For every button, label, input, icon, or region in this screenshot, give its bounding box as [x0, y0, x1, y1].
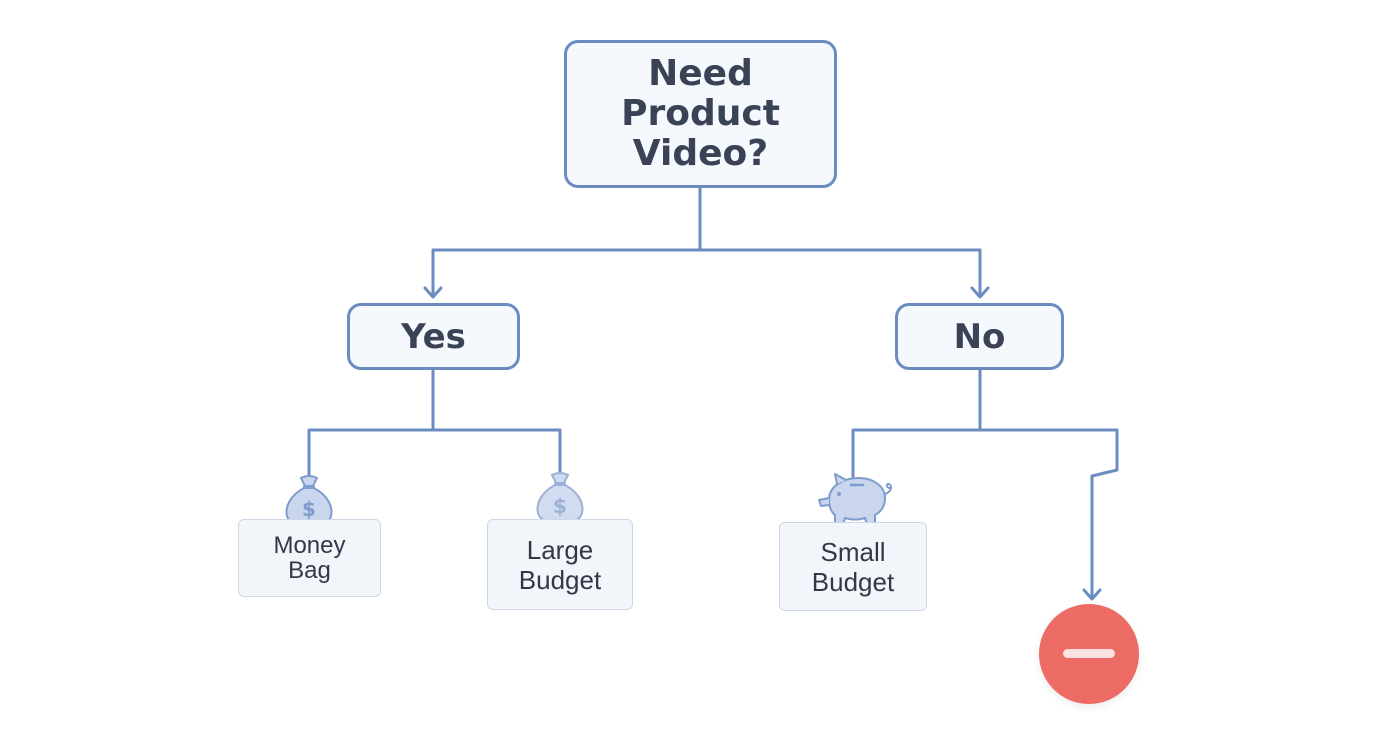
- money-bag-box: Money Bag: [238, 519, 381, 597]
- connector-yes-branch: [307, 428, 562, 478]
- no-box: No: [895, 303, 1064, 370]
- svg-text:$: $: [553, 494, 567, 518]
- yes-label: Yes: [401, 316, 466, 357]
- minus-bar: [1063, 649, 1115, 658]
- yes-box: Yes: [347, 303, 520, 370]
- money-bag-icon: $: [536, 472, 584, 525]
- small-budget-box: Small Budget: [779, 522, 927, 611]
- root-label-line-2: Product: [621, 93, 780, 134]
- large-budget-box: Large Budget: [487, 519, 633, 610]
- large-budget-label-line-1: Large: [526, 534, 594, 565]
- money-bag-label-line-2: Bag: [288, 557, 331, 584]
- arrowhead-yes: [423, 286, 443, 299]
- root-question-box: Need Product Video?: [564, 40, 837, 188]
- arrowhead-no: [970, 286, 990, 299]
- root-label-line-1: Need: [648, 53, 753, 94]
- money-bag-label-line-1: Money: [273, 532, 346, 559]
- connector-no-branch: [851, 428, 1119, 600]
- arrowhead-stop: [1082, 588, 1102, 601]
- piggy-bank-icon: [818, 473, 893, 526]
- small-budget-label-line-2: Budget: [811, 566, 895, 597]
- stop-icon: [1039, 604, 1139, 704]
- svg-text:$: $: [302, 497, 316, 521]
- root-label-line-3: Video?: [632, 133, 769, 174]
- money-bag-icon: $: [285, 475, 333, 528]
- no-label: No: [953, 316, 1006, 357]
- large-budget-label-line-2: Budget: [518, 564, 602, 595]
- small-budget-label-line-1: Small: [820, 536, 886, 567]
